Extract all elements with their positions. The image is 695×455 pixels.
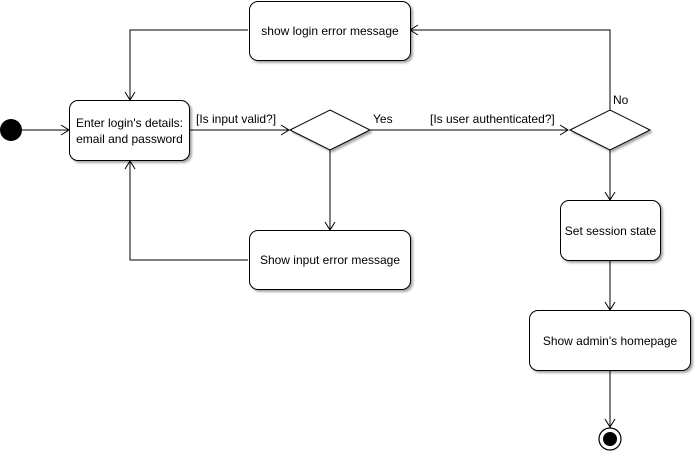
end-node-core	[603, 432, 617, 446]
edge-no-to-login-error	[411, 29, 611, 110]
guard-is-input-valid: [Is input valid?]	[196, 112, 277, 126]
node-admin-homepage-text: Show admin's homepage	[542, 333, 678, 348]
node-session-state-text: Set session state	[564, 223, 657, 238]
edge-input-error-to-enter	[129, 162, 248, 261]
decision-input-valid	[288, 109, 372, 151]
node-enter-details-text: Enter login's details: email and passwor…	[75, 115, 183, 146]
node-login-error-text: show login error message	[261, 24, 399, 38]
guard-is-user-authenticated: [Is user authenticated?]	[430, 112, 555, 126]
decision-user-authenticated	[568, 109, 652, 151]
arrowhead	[559, 124, 569, 136]
arrowhead	[124, 160, 136, 170]
node-input-error: Show input error message	[249, 230, 411, 290]
node-session-state: Set session state	[560, 200, 661, 261]
node-admin-homepage: Show admin's homepage	[529, 310, 691, 371]
start-node	[0, 119, 22, 141]
node-enter-details: Enter login's details: email and passwor…	[69, 100, 190, 161]
node-input-error-text: Show input error message	[259, 253, 401, 267]
guard-no: No	[613, 93, 629, 107]
arrowhead	[604, 418, 616, 428]
node-login-error: show login error message	[249, 1, 411, 61]
edge-login-error-to-enter	[129, 29, 248, 99]
guard-yes: Yes	[373, 112, 393, 126]
